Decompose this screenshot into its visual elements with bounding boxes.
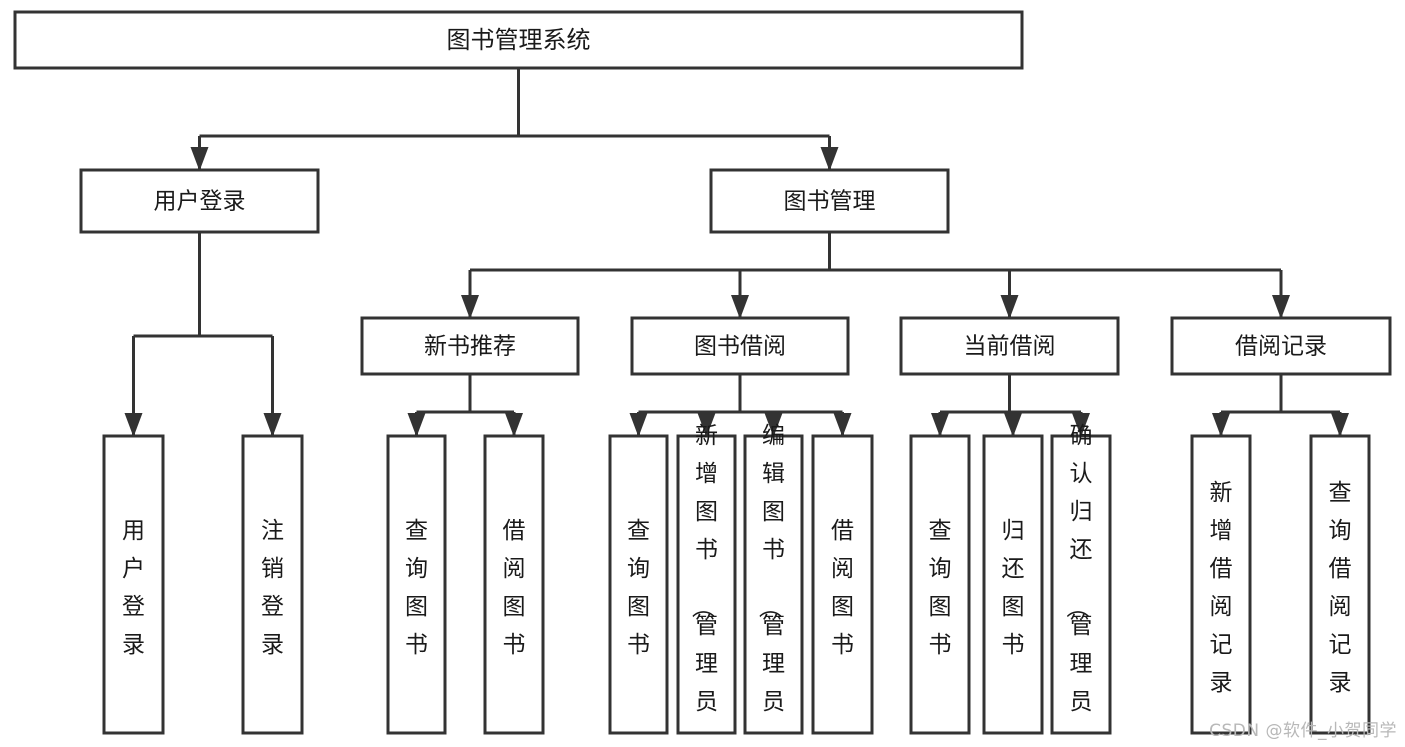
node-l4-rec-borrow-book[interactable]: 借阅图书 [483,434,545,735]
node-box [79,168,320,234]
node-l4-borrow-add-book[interactable]: 新增图书（管理员） [676,423,737,747]
node-box [743,434,804,735]
node-label: 查询图书 [405,518,428,658]
node-l3-new-book-rec[interactable]: 新书推荐 [360,316,580,376]
connector-group-root [190,68,839,171]
node-box [1190,434,1252,735]
arrow-head-icon [190,147,209,171]
arrow-head-icon [124,413,143,437]
node-label: 借阅图书 [503,518,526,658]
node-box [483,434,545,735]
node-box [360,316,580,376]
arrow-head-icon [820,147,839,171]
node-root[interactable]: 图书管理系统 [13,10,1024,70]
node-l4-cur-confirm-return[interactable]: 确认归还（管理员） [1050,423,1112,747]
watermark-csdn: CSDN @软件_小贺同学 [1209,721,1397,741]
node-label: 归还图书 [1002,518,1025,658]
node-layer: 图书管理系统用户登录图书管理新书推荐图书借阅当前借阅借阅记录用户登录注销登录查询… [13,10,1392,747]
arrow-head-icon [731,295,749,319]
node-box [1170,316,1392,376]
node-box [608,434,669,735]
connector-layer [124,68,1349,437]
node-label: 查询图书 [627,518,650,658]
node-l3-book-borrow[interactable]: 图书借阅 [630,316,850,376]
arrow-head-icon [833,413,852,437]
node-l3-borrow-record[interactable]: 借阅记录 [1170,316,1392,376]
connector-group-l3-new-book-rec [407,374,523,437]
arrow-head-icon [505,413,523,437]
node-label: 用户登录 [154,189,246,215]
node-l4-borrow-lend-book[interactable]: 借阅图书 [811,434,874,735]
node-label: 新增图书（管理员） [689,423,718,747]
arrow-head-icon [697,413,716,437]
node-l2-book-manage[interactable]: 图书管理 [709,168,950,234]
node-label: 借阅记录 [1235,334,1327,360]
node-label: 图书借阅 [694,334,786,360]
node-box [102,434,165,735]
arrow-head-icon [407,413,426,437]
node-label: 新书推荐 [424,334,516,360]
arrow-head-icon [1004,413,1022,437]
node-box [1309,434,1371,735]
node-label: 借阅图书 [831,518,854,658]
node-label: 查询借阅记录 [1329,480,1352,696]
connector-group-l3-borrow-record [1212,374,1349,437]
connector-group-l3-book-borrow [629,374,852,437]
node-box [630,316,850,376]
node-l4-cur-return-book[interactable]: 归还图书 [982,434,1044,735]
node-label: 图书管理系统 [447,26,591,54]
node-l4-rec-query-book[interactable]: 查询图书 [386,434,447,735]
node-label: 新增借阅记录 [1210,480,1233,696]
node-box [676,434,737,735]
arrow-head-icon [1331,413,1349,437]
node-box [982,434,1044,735]
connector-group-l3-current-borrow [931,374,1090,437]
node-label: 注销登录 [261,518,284,658]
arrow-head-icon [629,413,648,437]
node-label: 确认归还（管理员） [1064,423,1093,747]
node-l4-rec-add-record[interactable]: 新增借阅记录 [1190,434,1252,735]
node-label: 当前借阅 [964,334,1056,360]
node-box [241,434,304,735]
node-l4-user-login[interactable]: 用户登录 [102,434,165,735]
node-box [909,434,971,735]
node-l4-borrow-query-book[interactable]: 查询图书 [608,434,669,735]
arrow-head-icon [1212,413,1230,437]
node-label: 图书管理 [784,189,876,215]
arrow-head-icon [931,413,949,437]
node-box [1050,434,1112,735]
node-l2-user-login[interactable]: 用户登录 [79,168,320,234]
node-label: 查询图书 [929,518,952,658]
node-l4-user-logout[interactable]: 注销登录 [241,434,304,735]
node-box [709,168,950,234]
node-l4-rec-query-record[interactable]: 查询借阅记录 [1309,434,1371,735]
arrow-head-icon [461,295,479,319]
node-label: 编辑图书（管理员） [756,423,785,747]
arrow-head-icon [263,413,282,437]
node-box [13,10,1024,70]
arrow-head-icon [764,413,783,437]
arrow-head-icon [1272,295,1290,319]
arrow-head-icon [1072,413,1090,437]
node-label: 用户登录 [122,518,145,658]
connector-group-l2-user-login [124,232,282,437]
node-box [386,434,447,735]
node-l4-cur-query-book[interactable]: 查询图书 [909,434,971,735]
connector-group-l2-book-manage [461,232,1290,319]
node-l3-current-borrow[interactable]: 当前借阅 [899,316,1120,376]
node-l4-borrow-edit-book[interactable]: 编辑图书（管理员） [743,423,804,747]
node-box [899,316,1120,376]
node-box [811,434,874,735]
arrow-head-icon [1000,295,1019,319]
